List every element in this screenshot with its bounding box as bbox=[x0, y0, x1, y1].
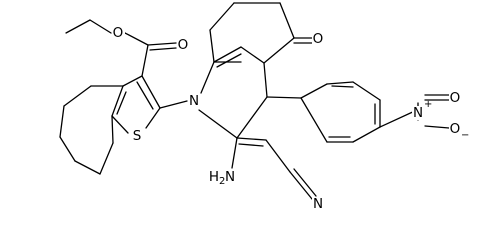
thiophene-ring bbox=[111, 75, 161, 134]
thiophene-to-n-bond bbox=[159, 100, 188, 109]
amine-hydrogen-count: 2 bbox=[219, 176, 225, 187]
cyclohexanone-ring bbox=[209, 2, 313, 64]
nitro-oxygen-double: O bbox=[450, 90, 461, 106]
ester-ether-oxygen: O bbox=[113, 25, 124, 41]
ethyl-ester-group bbox=[65, 19, 177, 77]
nitro-oxygen-charge: − bbox=[461, 130, 469, 141]
thiophene-sulfur: S bbox=[133, 128, 142, 144]
dihydropyridine-ring bbox=[198, 46, 268, 147]
molecule-drawing: O O S N O H 2 N N N + O O − bbox=[59, 2, 470, 212]
nitro-oxygen-single: O bbox=[450, 121, 461, 137]
nitro-nitrogen-charge: + bbox=[424, 99, 432, 110]
cycloheptane-ring bbox=[59, 85, 124, 175]
structure-diagram: O O S N O H 2 N N N + O O − bbox=[59, 2, 470, 212]
nitro-nitrogen: N bbox=[413, 105, 423, 121]
amine-hydrogen: H bbox=[209, 169, 219, 185]
nitro-label: N + O O − bbox=[412, 90, 469, 141]
nitrile-nitrogen: N bbox=[313, 196, 323, 212]
ester-carbonyl-oxygen: O bbox=[178, 37, 189, 53]
ring-nitrogen: N bbox=[189, 93, 199, 109]
amino-nitrile-groups bbox=[231, 137, 317, 200]
amine-label: H 2 N bbox=[209, 169, 237, 187]
atom-labels: O O S N O H 2 N N N + O O − bbox=[113, 25, 470, 212]
amine-nitrogen: N bbox=[225, 169, 235, 185]
ketone-oxygen: O bbox=[313, 31, 324, 47]
